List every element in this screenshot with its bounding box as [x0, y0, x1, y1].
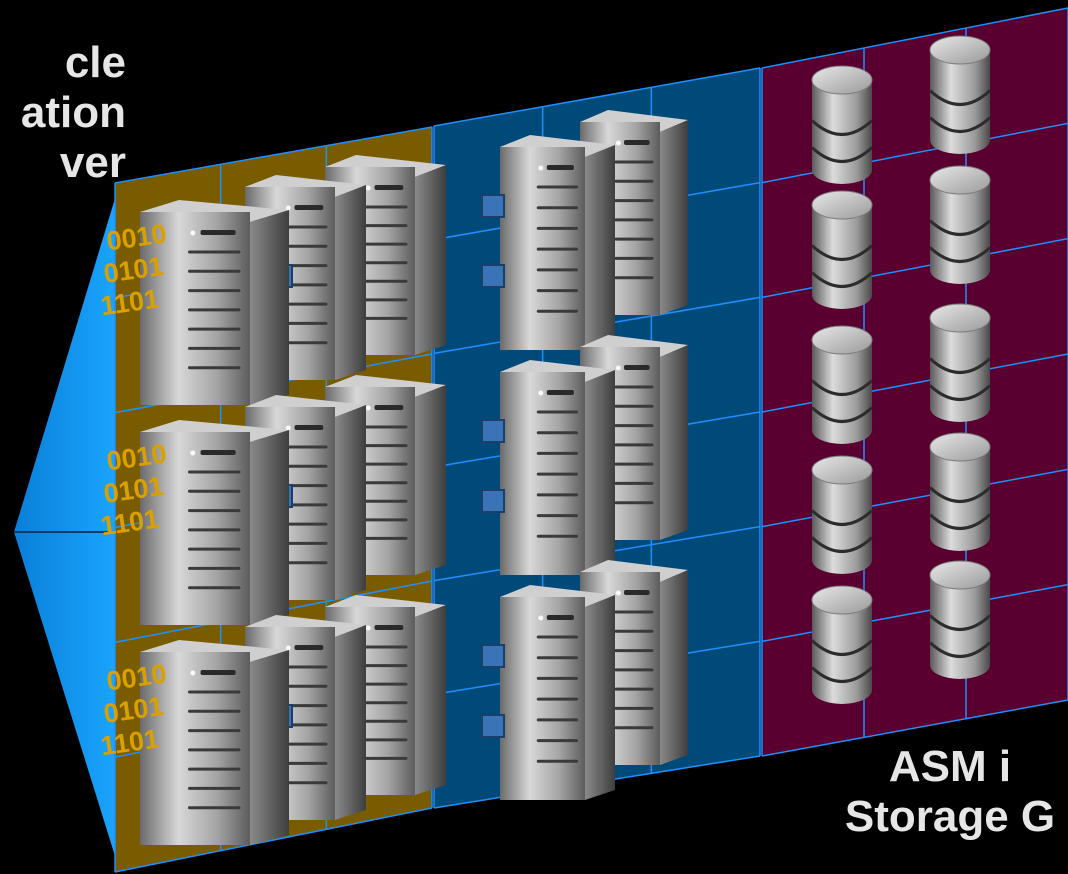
grid-line-horizontal — [114, 807, 433, 873]
grid-line-horizontal — [114, 126, 433, 184]
disk-cylinder-icon — [810, 65, 874, 184]
disk-cylinder-icon — [810, 455, 874, 574]
disk-cylinder-icon — [928, 303, 992, 422]
perspective-wedge — [14, 182, 120, 872]
cpu-chip-icon — [481, 419, 505, 443]
grid-line-horizontal — [761, 699, 1068, 757]
grid-line-horizontal — [761, 7, 1068, 69]
disk-group — [810, 35, 992, 704]
cpu-chip-icon — [481, 194, 505, 218]
server-tower-icon — [481, 135, 615, 350]
disk-cylinder-icon — [928, 35, 992, 154]
cpu-chip-icon — [481, 714, 505, 738]
server-tower-icon — [481, 585, 615, 800]
oracle-application-server-label: cle ation ver — [20, 38, 126, 187]
cpu-chip-icon — [481, 489, 505, 513]
disk-cylinder-icon — [928, 560, 992, 679]
asm-storage-grid-label: ASM i Storage G — [844, 742, 1056, 841]
storage-tier-panel — [762, 8, 1068, 756]
cpu-chip-icon — [481, 644, 505, 668]
server-tower-icon — [140, 420, 289, 625]
server-tower-icon — [140, 640, 289, 845]
disk-cylinder-icon — [810, 585, 874, 704]
disk-cylinder-icon — [928, 165, 992, 284]
cpu-chip-icon — [481, 264, 505, 288]
disk-cylinder-icon — [810, 325, 874, 444]
server-group — [140, 110, 688, 845]
disk-cylinder-icon — [928, 432, 992, 551]
server-tower-icon — [140, 200, 289, 405]
disk-cylinder-icon — [810, 190, 874, 309]
grid-line-horizontal — [433, 67, 761, 127]
server-tower-icon — [481, 360, 615, 575]
